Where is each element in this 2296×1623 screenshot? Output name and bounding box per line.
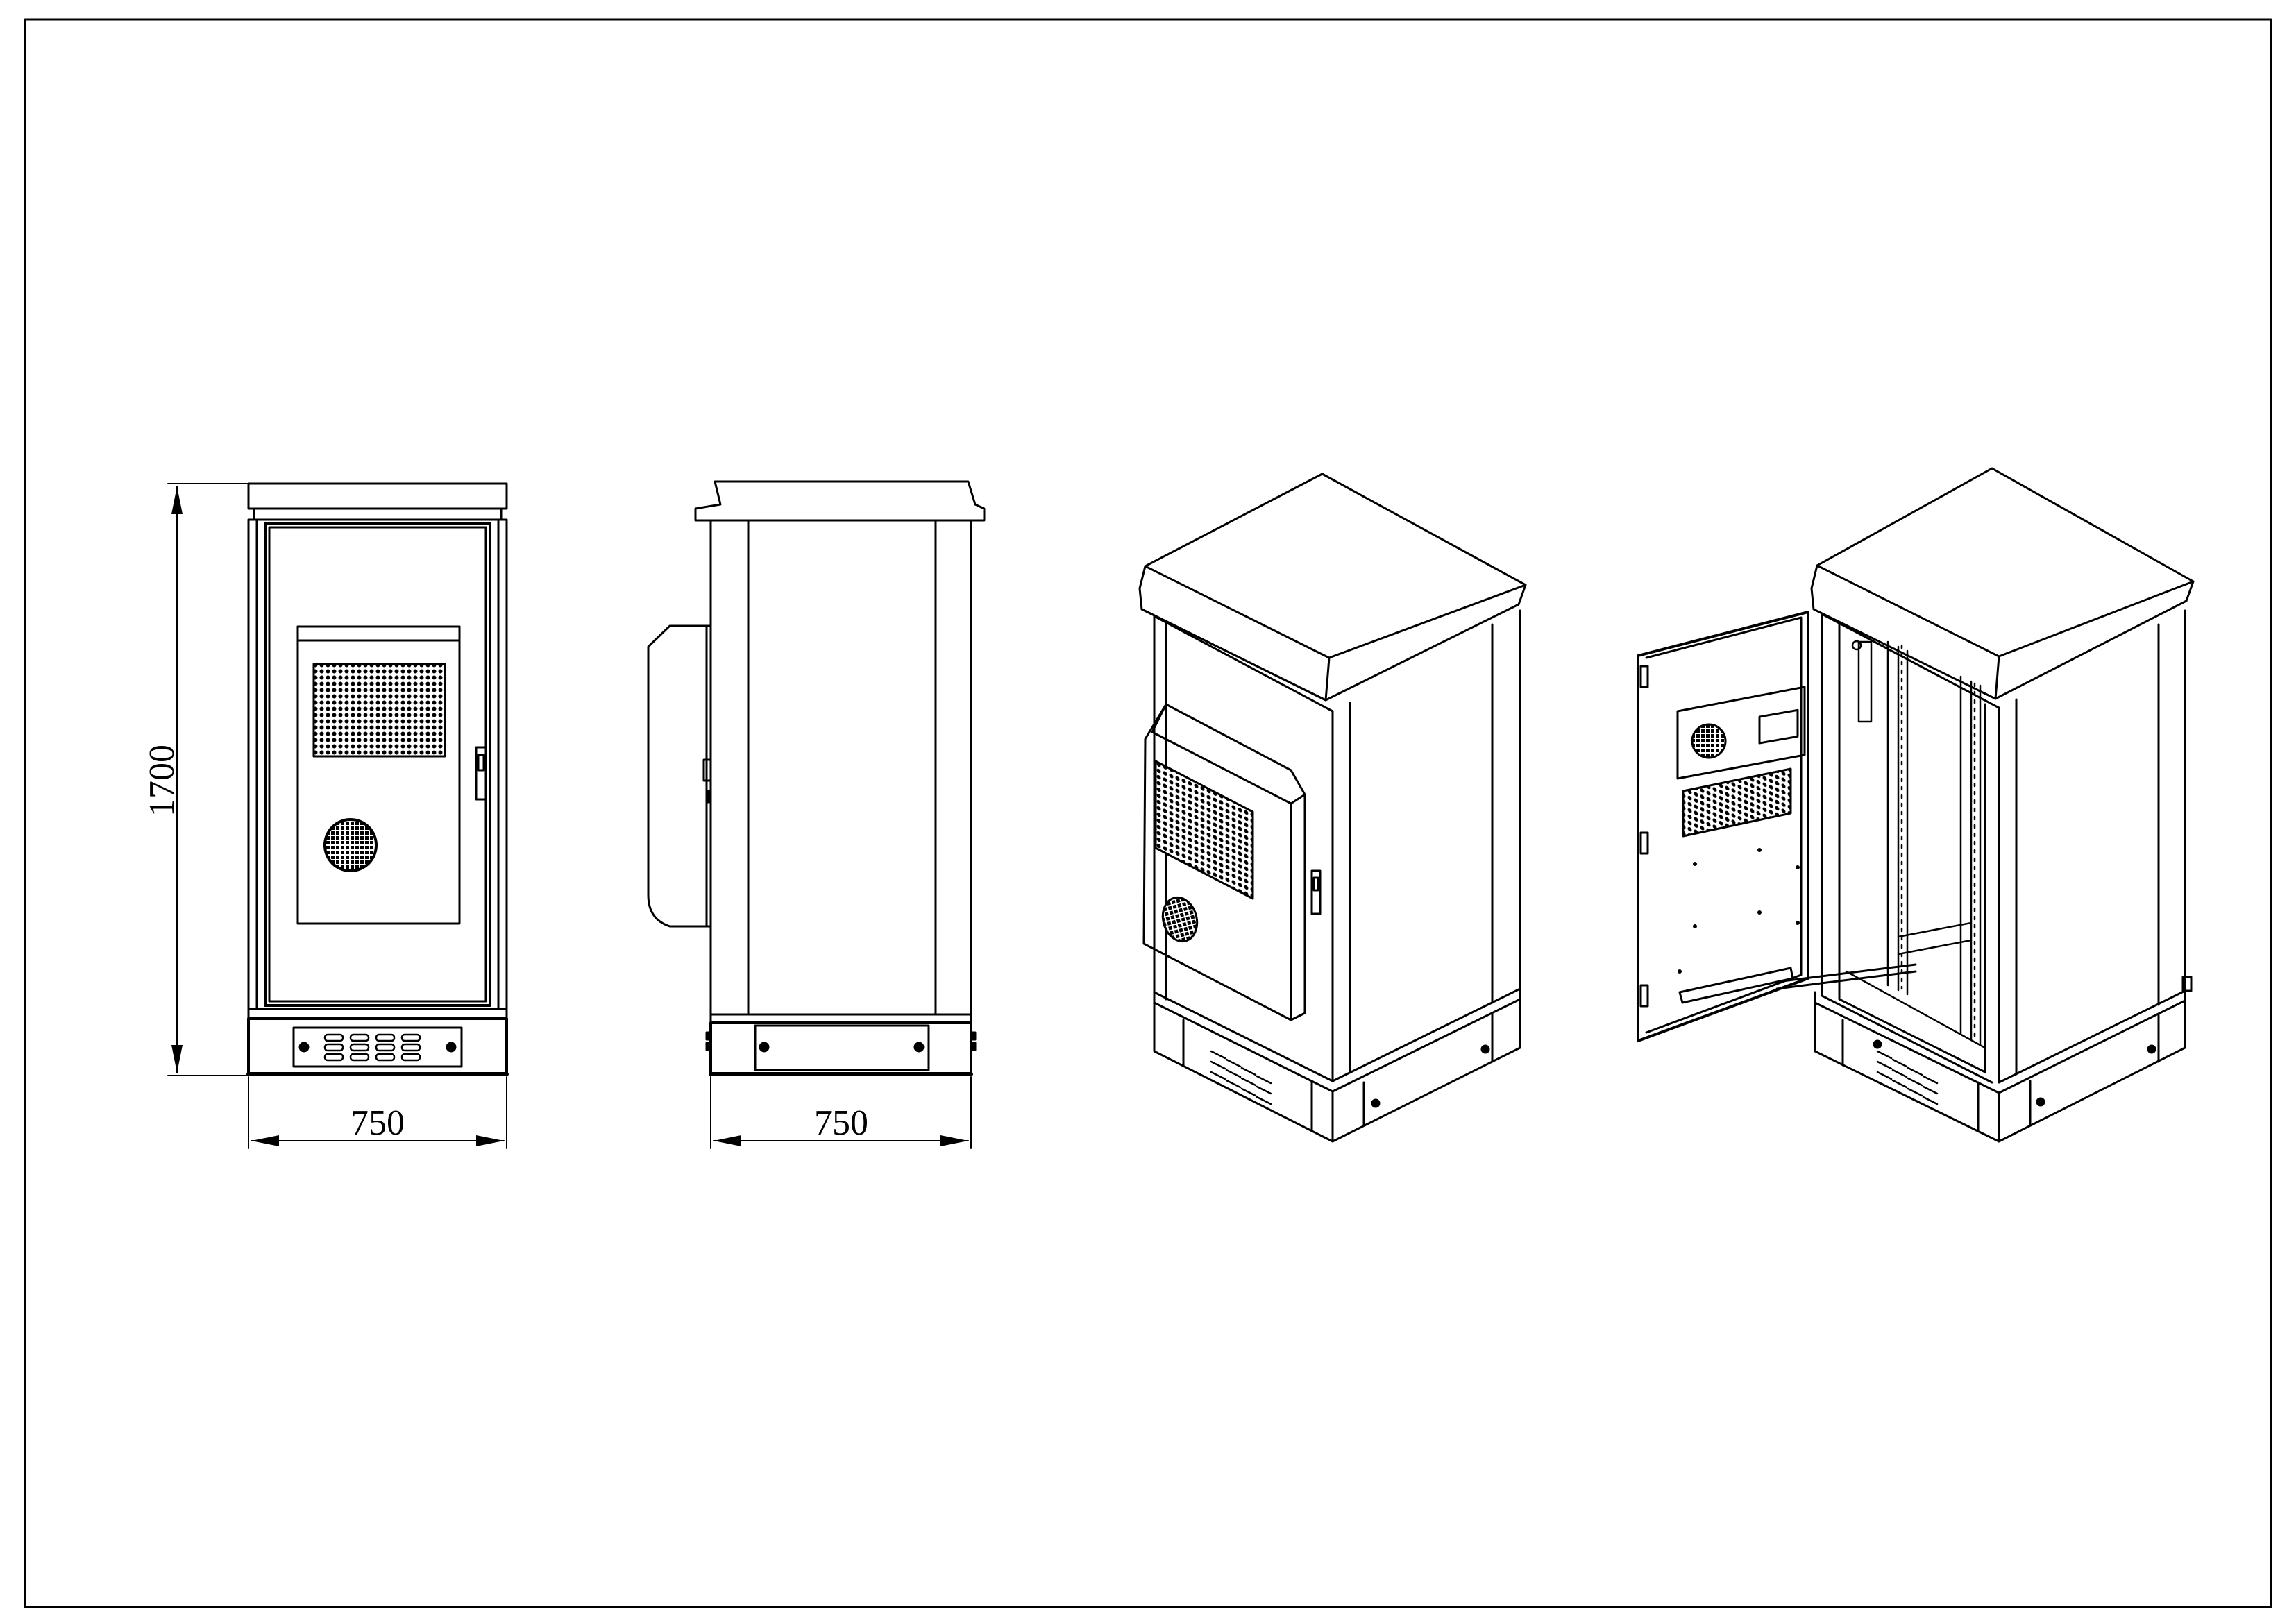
handle-icon (475, 746, 487, 801)
mounting-rails (1845, 640, 1986, 1049)
height-dimension (167, 483, 248, 1076)
side-depth-dimension-label: 750 (814, 1103, 868, 1143)
height-dimension-label: 1700 (142, 745, 182, 817)
side-air-conditioner (647, 624, 712, 928)
grille-icon (312, 663, 446, 758)
side-depth-dimension (710, 1076, 972, 1149)
isometric-view-open (1637, 467, 2195, 1143)
door-stay (1775, 963, 1917, 990)
side-plinth (709, 1021, 972, 1076)
door-ac-plate (1676, 686, 1806, 780)
fan-icon (323, 818, 378, 872)
door-fan-icon (1691, 723, 1727, 759)
sheet-border (24, 18, 2272, 1608)
isometric-view-closed (1138, 473, 1527, 1143)
iso-fan-icon (1161, 896, 1199, 943)
door-grille-icon (1682, 767, 1792, 838)
front-width-dimension-label: 750 (351, 1103, 405, 1143)
controller-icon (1758, 708, 1799, 745)
front-view (246, 482, 509, 1076)
cabinet-opening (1821, 613, 1993, 1084)
cabinet-door (264, 522, 491, 1007)
iso-grille-icon (1154, 760, 1254, 900)
iso-air-conditioner (1142, 703, 1306, 1021)
front-width-dimension (248, 1076, 507, 1149)
iso-handle-icon (1310, 869, 1322, 915)
side-view (647, 480, 986, 1076)
vent-slots (323, 1033, 421, 1062)
